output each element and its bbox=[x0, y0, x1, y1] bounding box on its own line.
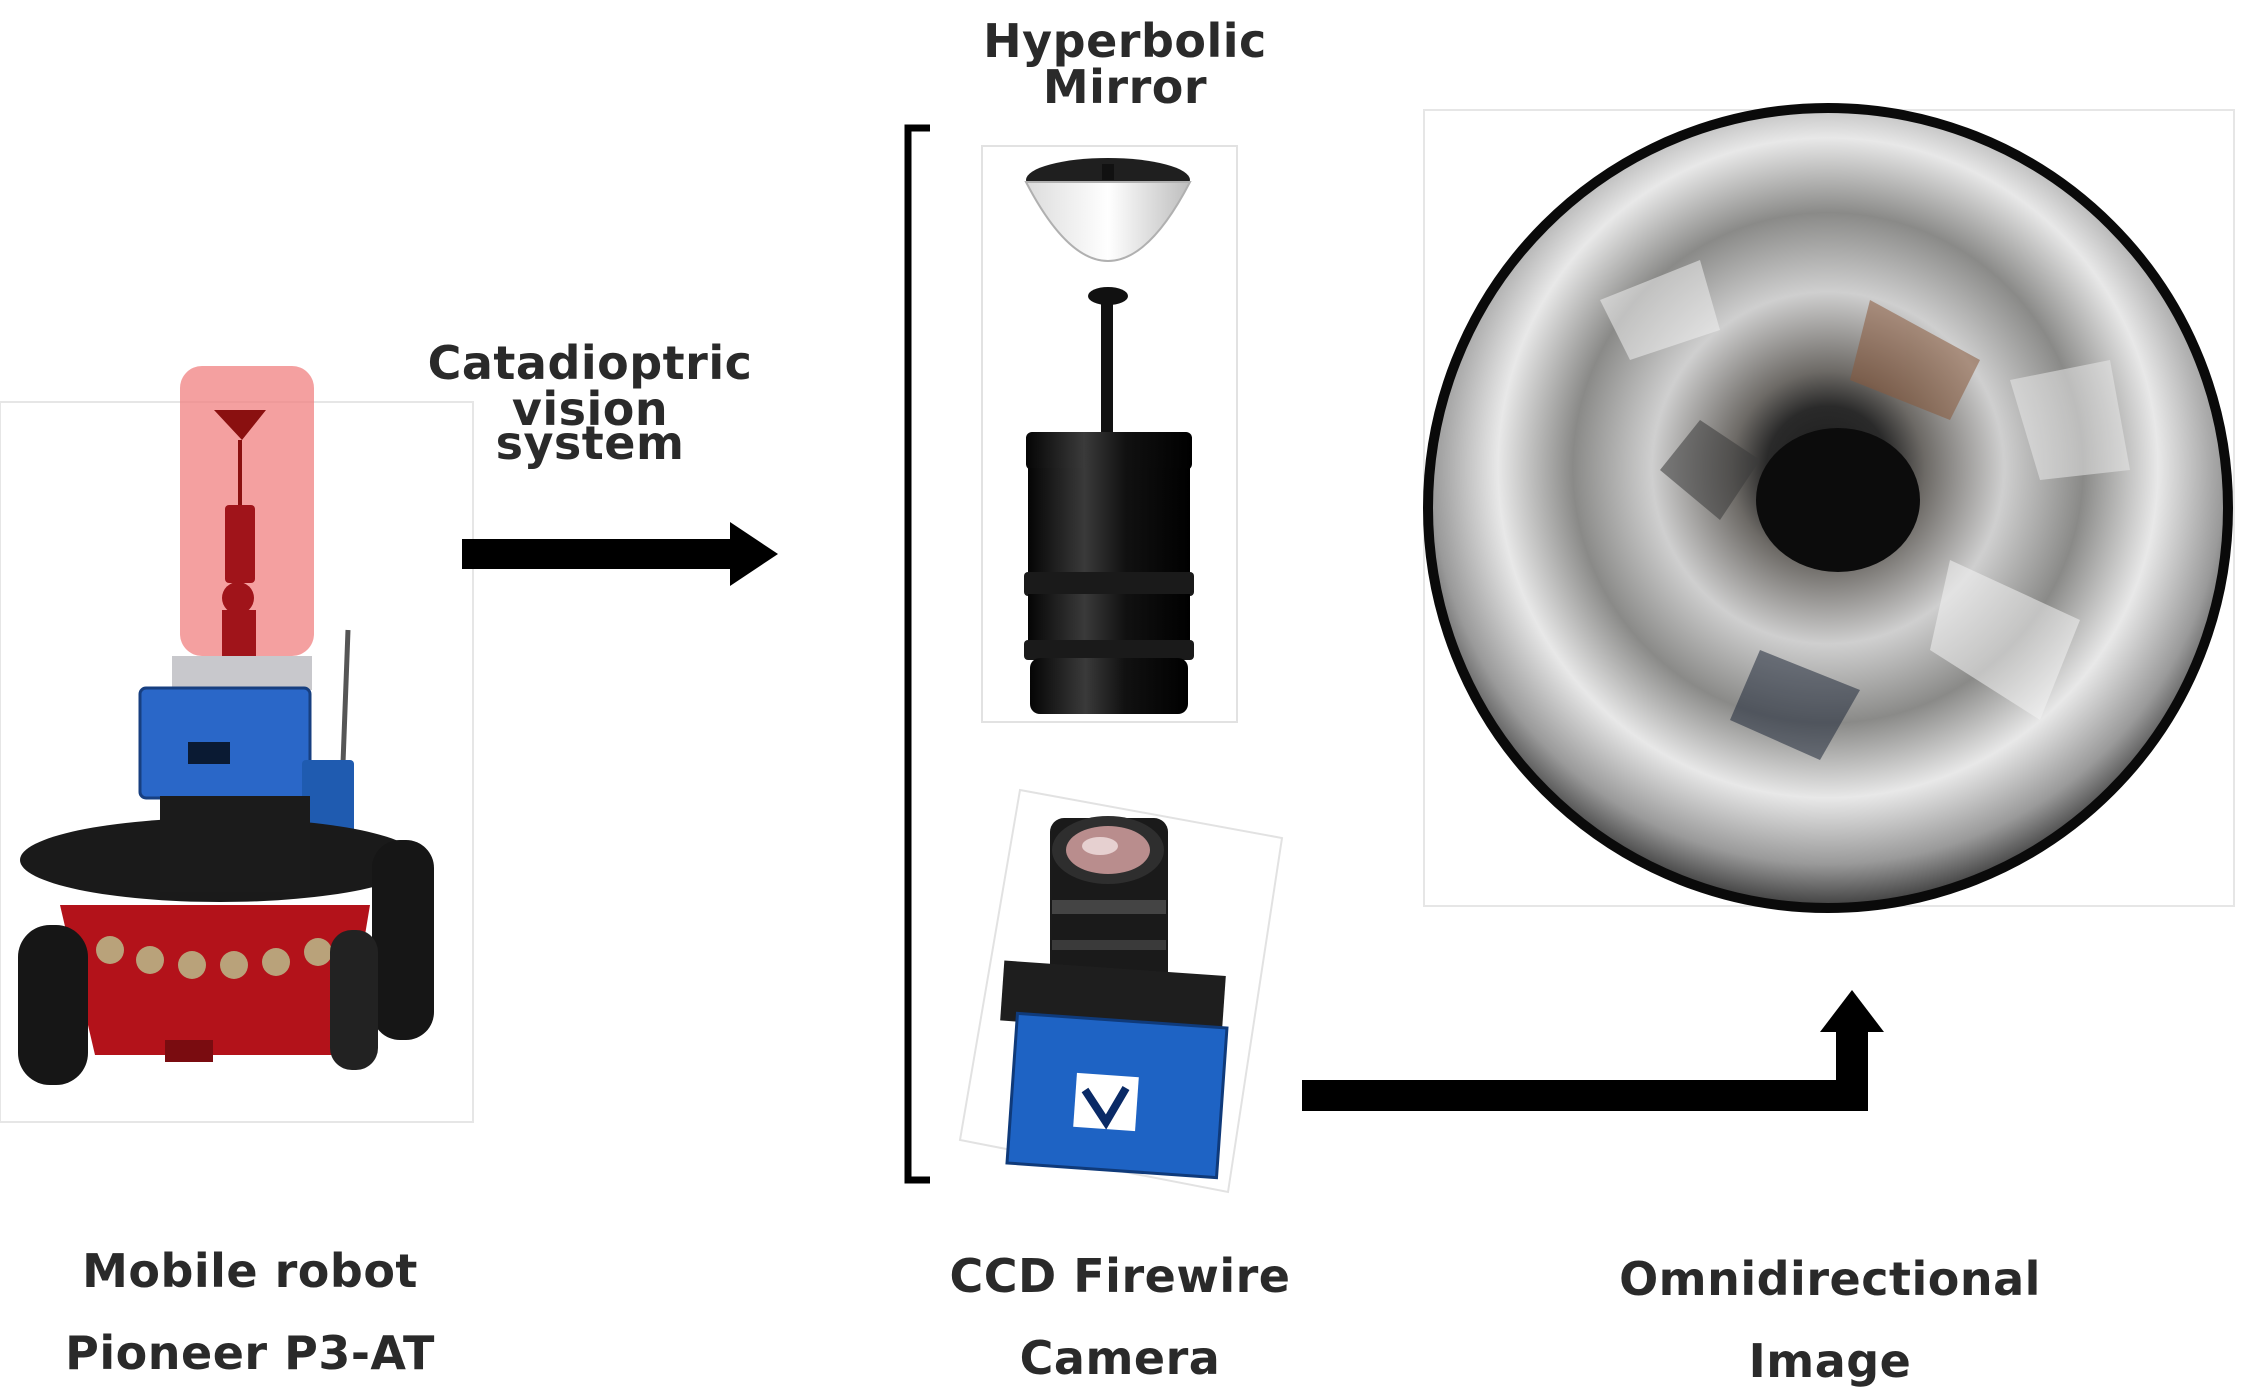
omnidirectional-image bbox=[1423, 103, 2235, 913]
ccd-camera-label-line2: Camera bbox=[1019, 1331, 1221, 1385]
ccd-camera-image bbox=[958, 788, 1284, 1194]
hyperbolic-mirror-image bbox=[981, 145, 1238, 723]
hyperbolic-mirror-label: Hyperbolic Mirror bbox=[983, 14, 1267, 114]
arrow-robot-to-system bbox=[462, 522, 778, 586]
ccd-camera-label-line1: CCD Firewire bbox=[949, 1249, 1291, 1303]
catadioptric-label-line1: Catadioptric vision bbox=[427, 336, 753, 436]
mobile-robot-label-line1: Mobile robot bbox=[82, 1244, 418, 1298]
catadioptric-label-line2: system bbox=[495, 416, 685, 470]
mobile-robot-image bbox=[0, 366, 474, 1123]
arrow-camera-to-image bbox=[1302, 990, 1884, 1111]
omni-image-label-line2: Image bbox=[1748, 1334, 1912, 1388]
omni-image-label-line1: Omnidirectional bbox=[1619, 1252, 2041, 1306]
system-bracket bbox=[904, 124, 930, 1184]
mobile-robot-label-line2: Pioneer P3-AT bbox=[65, 1326, 435, 1380]
